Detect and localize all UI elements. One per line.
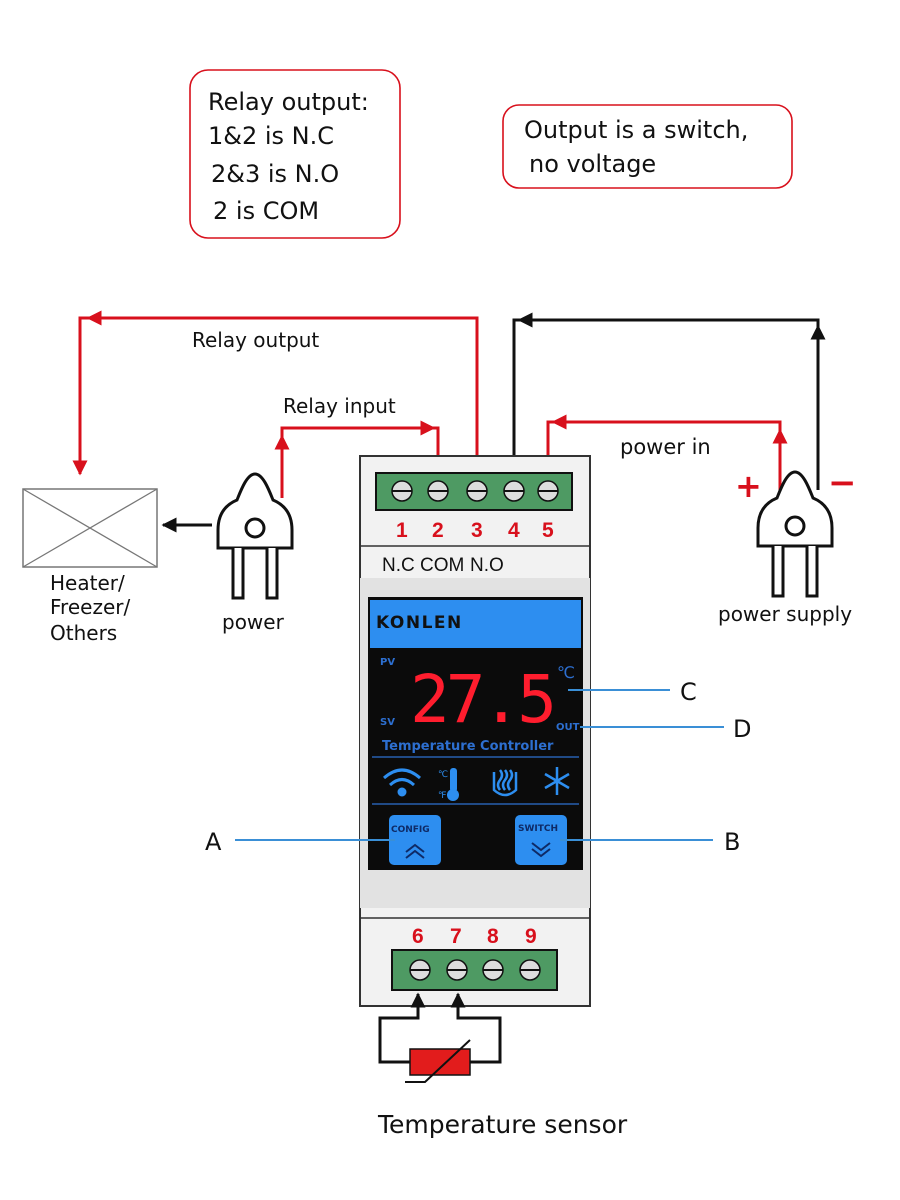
brand-header [370,600,581,648]
minus-sign: − [828,463,857,503]
chevron-up-icon [405,843,425,859]
terminal-screw-icon [482,959,504,981]
output-note-box: Output is a switch, no voltage [502,104,793,189]
terminal-screw-icon [391,480,413,502]
callout-d: D [733,715,751,743]
terminal-screw-icon [427,480,449,502]
terminal-number: 2 [432,519,444,542]
terminal-number: 3 [471,519,483,542]
load-label: Others [50,621,117,645]
terminal-screw-icon [446,959,468,981]
display-value: 27.5 [410,661,553,738]
callout-b: B [724,828,740,856]
terminal-number: 6 [412,925,424,948]
sv-label: SV [380,717,395,728]
terminal-screw-icon [409,959,431,981]
terminal-screw-icon [519,959,541,981]
heating-icon [492,769,518,797]
svg-text:℉: ℉ [438,791,447,801]
load-box: Heater/ Freezer/ Others [22,488,158,645]
terminal-screw-icon [466,480,488,502]
terminal-label-nc: N.C [382,555,415,576]
terminal-number: 1 [396,519,408,542]
unit-indicator: ℃ [557,663,575,682]
load-label: Heater/ [50,571,125,595]
terminal-number: 9 [525,925,537,948]
switch-button-label: SWITCH [518,824,558,834]
relay-input-label: Relay input [283,394,396,418]
power-supply-label: power supply [718,602,852,626]
load-label: Freezer/ [50,595,130,619]
terminal-number: 5 [542,519,554,542]
callout-a: A [205,828,222,856]
terminal-number: 8 [487,925,499,948]
note-line: no voltage [529,150,656,178]
note-line: 1&2 is N.C [208,122,334,150]
relay-output-label: Relay output [192,328,319,352]
power-supply-plug-icon [756,470,834,598]
power-plug-icon [216,472,294,600]
brand-logo: KONLEN [376,613,463,633]
config-button-label: CONFIG [391,825,430,835]
terminal-screw-icon [537,480,559,502]
note-line: 2 is COM [213,197,319,225]
terminal-number: 7 [450,925,462,948]
terminal-screw-icon [503,480,525,502]
out-indicator: OUT [556,722,580,733]
sensor-label: Temperature sensor [377,1110,628,1139]
thermometer-icon: ℃℉ [438,768,459,801]
thermistor-icon [409,1048,471,1076]
wifi-icon [383,768,421,797]
relay-output-wire [78,316,479,482]
power-label: power [222,610,285,634]
note-line: Relay output: [208,88,369,116]
relay-note-box: Relay output: 1&2 is N.C 2&3 is N.O 2 is… [189,69,401,239]
snowflake-icon [544,767,570,795]
callout-c: C [680,678,697,706]
temperature-sensor [378,992,502,1083]
terminal-label-no: N.O [470,555,504,576]
note-line: 2&3 is N.O [211,160,339,188]
chevron-down-icon [531,842,551,858]
switch-button[interactable]: SWITCH [515,815,567,865]
plus-sign: + [735,467,762,505]
svg-text:℃: ℃ [438,770,448,780]
callout-lines [235,689,724,841]
terminal-number: 4 [508,519,520,542]
power-in-label: power in [620,435,711,459]
power-negative-wire [512,318,820,490]
config-button[interactable]: CONFIG [389,815,441,865]
device-subtitle: Temperature Controller [382,739,554,754]
note-line: Output is a switch, [524,116,748,144]
terminal-label-com: COM [420,555,464,576]
pv-label: PV [380,657,395,668]
